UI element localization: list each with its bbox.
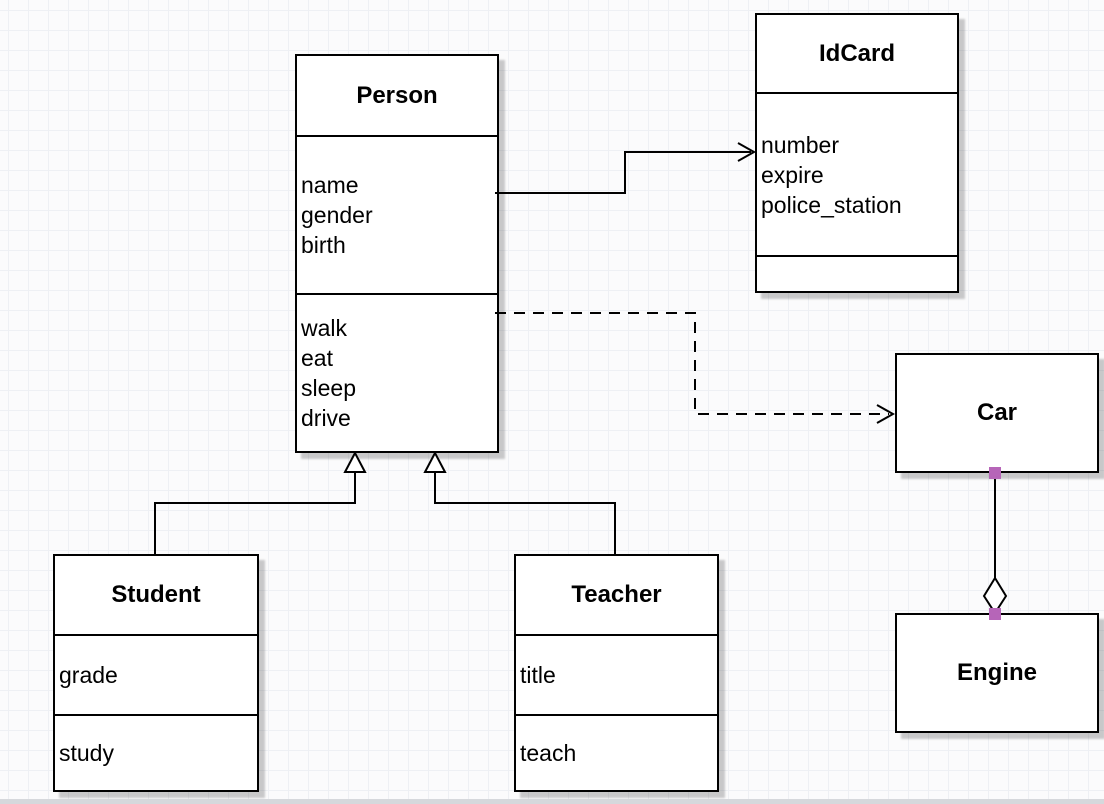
class-idcard-attributes: number expire police_station	[757, 92, 957, 255]
attribute: title	[520, 662, 556, 688]
method: sleep	[301, 375, 356, 401]
class-car-title: Car	[976, 399, 1018, 426]
class-engine-title: Engine	[956, 659, 1037, 686]
class-teacher[interactable]: Teacher title teach	[514, 554, 719, 792]
method: study	[59, 740, 114, 766]
attribute: number	[761, 131, 839, 158]
canvas-bottom-edge	[0, 799, 1104, 804]
method: drive	[301, 405, 351, 431]
open-arrowhead-icon	[737, 142, 757, 162]
class-teacher-methods: teach	[516, 714, 717, 790]
class-car[interactable]: Car	[895, 353, 1099, 473]
hollow-triangle-icon	[423, 450, 447, 473]
edge-association-person-idcard[interactable]	[495, 142, 757, 194]
class-person-attributes: name gender birth	[297, 135, 497, 293]
class-teacher-title: Teacher	[571, 581, 662, 608]
method: teach	[520, 740, 577, 766]
class-teacher-attributes: title	[516, 634, 717, 714]
class-person-title: Person	[356, 81, 438, 109]
attribute: name	[301, 172, 359, 198]
edge-aggregation-car-engine[interactable]	[982, 467, 1008, 620]
edge-generalization-teacher-person[interactable]	[423, 450, 616, 554]
class-student[interactable]: Student grade study	[53, 554, 259, 792]
attribute: expire	[761, 161, 824, 188]
class-person-methods: walk eat sleep drive	[297, 293, 497, 451]
open-arrowhead-icon	[876, 404, 896, 424]
attribute: birth	[301, 232, 346, 258]
class-idcard-title: IdCard	[818, 39, 895, 67]
method: walk	[301, 315, 348, 341]
class-student-title: Student	[111, 581, 201, 608]
class-engine[interactable]: Engine	[895, 613, 1099, 733]
class-student-methods: study	[55, 714, 257, 790]
attribute: police_station	[761, 191, 902, 218]
edge-generalization-student-person[interactable]	[154, 450, 367, 554]
method: eat	[301, 345, 333, 371]
attribute: grade	[59, 662, 118, 688]
class-idcard[interactable]: IdCard number expire police_station	[755, 13, 959, 293]
attribute: gender	[301, 202, 373, 228]
class-person[interactable]: Person name gender birth walk eat sleep …	[295, 54, 499, 453]
hollow-triangle-icon	[343, 450, 367, 473]
class-student-attributes: grade	[55, 634, 257, 714]
class-idcard-methods	[757, 255, 957, 291]
edge-dependency-person-car[interactable]	[495, 312, 896, 424]
